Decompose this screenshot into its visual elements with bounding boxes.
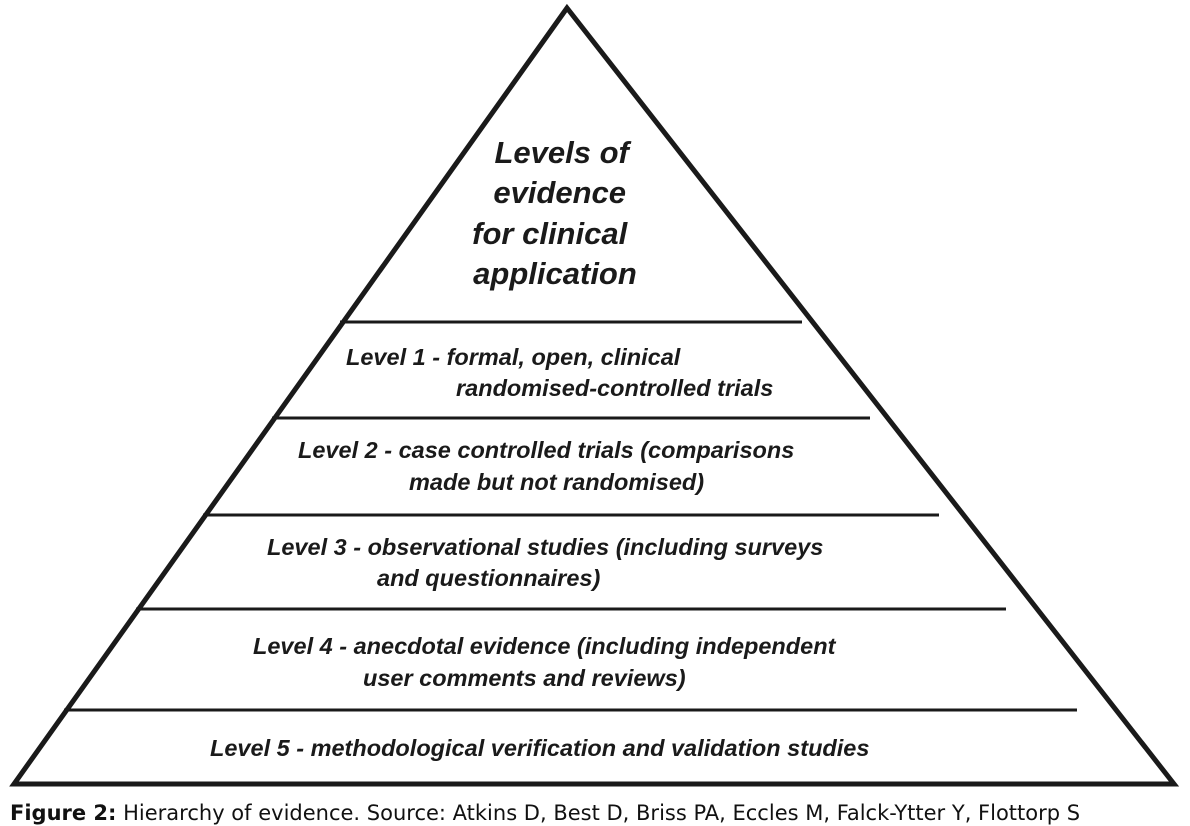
level-2-line-2: made but not randomised) [409, 469, 704, 495]
level-2-line-1: Level 2 - case controlled trials (compar… [298, 437, 794, 463]
figure-caption-text: Hierarchy of evidence. Source: Atkins D,… [116, 801, 1081, 825]
level-4-line-1: Level 4 - anecdotal evidence (including … [253, 633, 837, 659]
pyramid-outline [9, 3, 1180, 787]
level-5-line-1: Level 5 - methodological verification an… [210, 735, 869, 761]
apex-line-3: for clinical [472, 216, 628, 251]
level-1-line-2: randomised-controlled trials [456, 375, 773, 401]
apex-line-4: application [473, 256, 637, 291]
level-5-text: Level 5 - methodological verification an… [210, 735, 869, 761]
level-2-text: Level 2 - case controlled trials (compar… [298, 437, 801, 495]
level-4-text: Level 4 - anecdotal evidence (including … [253, 633, 842, 691]
level-1-line-1: Level 1 - formal, open, clinical [346, 344, 681, 370]
apex-line-1: Levels of [494, 135, 631, 170]
level-3-line-2: and questionnaires) [377, 565, 600, 591]
figure-caption-label: Figure 2: [10, 801, 117, 825]
figure-caption: Figure 2: Hierarchy of evidence. Source:… [10, 800, 1180, 826]
apex-line-2: evidence [493, 175, 626, 210]
level-3-text: Level 3 - observational studies (includi… [267, 534, 830, 591]
level-3-line-1: Level 3 - observational studies (includi… [267, 534, 823, 560]
pyramid-apex-title: Levels of evidence for clinical applicat… [472, 135, 637, 291]
level-1-text: Level 1 - formal, open, clinical randomi… [346, 344, 773, 401]
level-4-line-2: user comments and reviews) [363, 665, 686, 691]
